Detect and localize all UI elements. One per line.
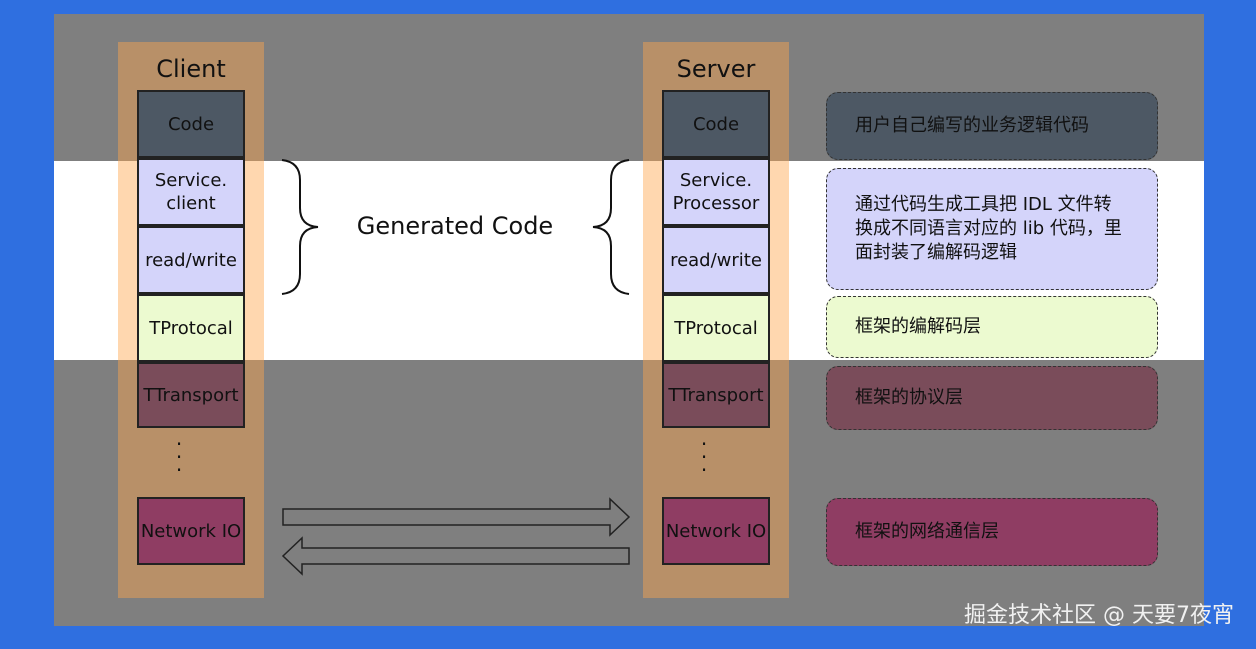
- client-service-layer: Service. client: [137, 158, 245, 226]
- client-ellipsis: ···: [175, 432, 183, 482]
- client-code-layer: Code: [137, 90, 245, 158]
- server-code-layer: Code: [662, 90, 770, 158]
- generated-code-label: Generated Code: [356, 212, 554, 240]
- client-network-io-layer: Network IO: [137, 497, 245, 565]
- client-tprotocol-layer: TProtocal: [137, 294, 245, 362]
- right-brace-icon: [592, 159, 630, 295]
- client-title: Client: [156, 55, 226, 83]
- server-readwrite-layer: read/write: [662, 226, 770, 294]
- request-arrow-icon: [282, 497, 631, 537]
- note-transport-layer: 框架的协议层: [826, 366, 1158, 430]
- server-network-io-layer: Network IO: [662, 497, 770, 565]
- client-readwrite-layer: read/write: [137, 226, 245, 294]
- server-service-layer: Service. Processor: [662, 158, 770, 226]
- server-ttransport-layer: TTransport: [662, 362, 770, 428]
- server-ellipsis: ···: [700, 432, 708, 482]
- server-title: Server: [676, 55, 756, 83]
- watermark: 掘金技术社区 @ 天要7夜宵: [964, 603, 1234, 628]
- left-brace-icon: [281, 159, 319, 295]
- note-protocol-layer: 框架的编解码层: [826, 296, 1158, 358]
- response-arrow-icon: [281, 536, 630, 576]
- note-generated-code: 通过代码生成工具把 IDL 文件转换成不同语言对应的 lib 代码，里面封装了编…: [826, 168, 1158, 290]
- note-user-code: 用户自己编写的业务逻辑代码: [826, 92, 1158, 160]
- server-tprotocol-layer: TProtocal: [662, 294, 770, 362]
- note-network-layer: 框架的网络通信层: [826, 498, 1158, 566]
- client-ttransport-layer: TTransport: [137, 362, 245, 428]
